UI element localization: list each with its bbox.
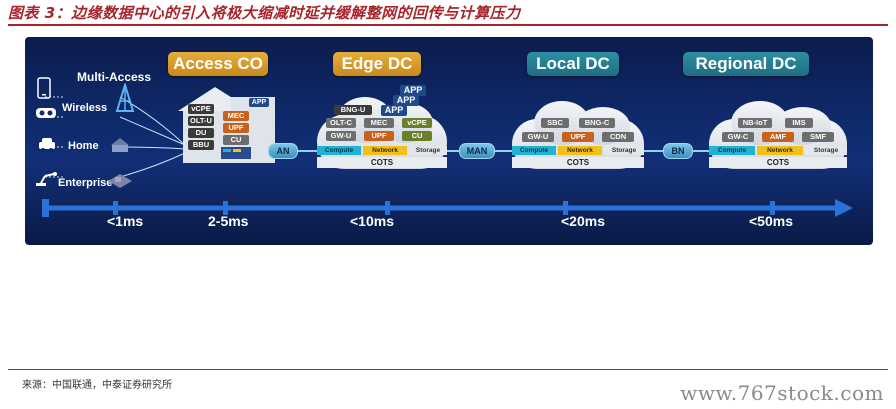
access-co-olt-u: OLT-U [188, 116, 214, 126]
latency-lt-1ms: <1ms [107, 213, 144, 229]
local-dc-compute: Compute [512, 146, 556, 155]
regional-dc-ims: IMS [785, 118, 813, 128]
local-dc-upf: UPF [562, 132, 594, 142]
edge-dc-storage: Storage [409, 146, 447, 155]
figure-title: 图表 3：边缘数据中心的引入将极大缩减时延并缓解整网的回传与计算压力 [8, 4, 521, 22]
link-an: AN [268, 143, 298, 159]
latency-lt-10ms: <10ms [350, 213, 394, 229]
edge-dc-bng-u: BNG-U [334, 105, 372, 115]
label-enterprise: Enterprise [58, 177, 113, 189]
edge-dc-vcpe: vCPE [402, 118, 432, 128]
stage-regional-dc: Regional DC [683, 52, 809, 76]
access-co-cu: CU [223, 135, 249, 145]
access-co-vcpe: vCPE [188, 104, 214, 114]
access-co-app: APP [249, 98, 269, 107]
source-note: 来源：中国联通，中泰证券研究所 [22, 380, 172, 391]
local-dc-network: Network [558, 146, 602, 155]
link-bn: BN [663, 143, 693, 159]
access-co-upf: UPF [223, 123, 249, 133]
vr-headset-icon [36, 108, 56, 118]
enterprise-building-icon [108, 174, 132, 188]
stage-edge-dc: Edge DC [333, 52, 421, 76]
source-rule [8, 369, 888, 370]
access-co-mec: MEC [223, 111, 249, 121]
regional-dc-gw-c: GW-C [722, 132, 754, 142]
watermark: www.767stock.com [680, 381, 884, 405]
edge-dc-cots: COTS [317, 157, 447, 168]
home-router-icon [111, 138, 129, 152]
access-co-server-rack-icon [221, 147, 251, 159]
phone-icon [37, 77, 51, 99]
link-man: MAN [459, 143, 495, 159]
regional-dc-smf: SMF [802, 132, 834, 142]
edge-dc-network: Network [363, 146, 407, 155]
edge-dc-olt-c: OLT-C [326, 118, 356, 128]
local-dc-storage: Storage [604, 146, 644, 155]
access-co-du: DU [188, 128, 214, 138]
regional-dc-nb-iot: NB-IoT [738, 118, 772, 128]
edge-dc-mec: MEC [364, 118, 394, 128]
label-wireless: Wireless [62, 102, 108, 114]
regional-dc-compute: Compute [709, 146, 755, 155]
edge-dc-gw-u: GW-U [326, 131, 356, 141]
regional-dc-cots: COTS [709, 157, 847, 168]
stage-local-dc: Local DC [527, 52, 619, 76]
local-dc-cdn: CDN [602, 132, 634, 142]
latency-lt-50ms: <50ms [749, 213, 793, 229]
antenna-tower-icon [115, 83, 135, 112]
edge-dc-app-3: APP [381, 105, 407, 116]
latency-2-5ms: 2-5ms [208, 213, 249, 229]
car-icon [39, 138, 55, 152]
edge-dc-upf: UPF [364, 131, 394, 141]
access-co-bbu: BBU [188, 140, 214, 150]
label-multi-access: Multi-Access [77, 70, 152, 84]
regional-dc-storage: Storage [805, 146, 847, 155]
edge-dc-app-1: APP [400, 85, 426, 96]
local-dc-cots: COTS [512, 157, 644, 168]
label-home: Home [68, 140, 99, 152]
edge-dc-app-2: APP [393, 95, 419, 106]
diagram-panel: Access CO Edge DC Local DC Regional DC M… [25, 37, 873, 245]
latency-lt-20ms: <20ms [561, 213, 605, 229]
stage-access-co: Access CO [168, 52, 268, 76]
title-rule [8, 24, 888, 26]
regional-dc-network: Network [757, 146, 803, 155]
local-dc-bng-c: BNG-C [579, 118, 615, 128]
edge-dc-cu: CU [402, 131, 432, 141]
local-dc-sbc: SBC [541, 118, 569, 128]
regional-dc-amf: AMF [762, 132, 794, 142]
local-dc-gw-u: GW-U [522, 132, 554, 142]
edge-dc-compute: Compute [317, 146, 361, 155]
robot-arm-icon [36, 172, 57, 186]
